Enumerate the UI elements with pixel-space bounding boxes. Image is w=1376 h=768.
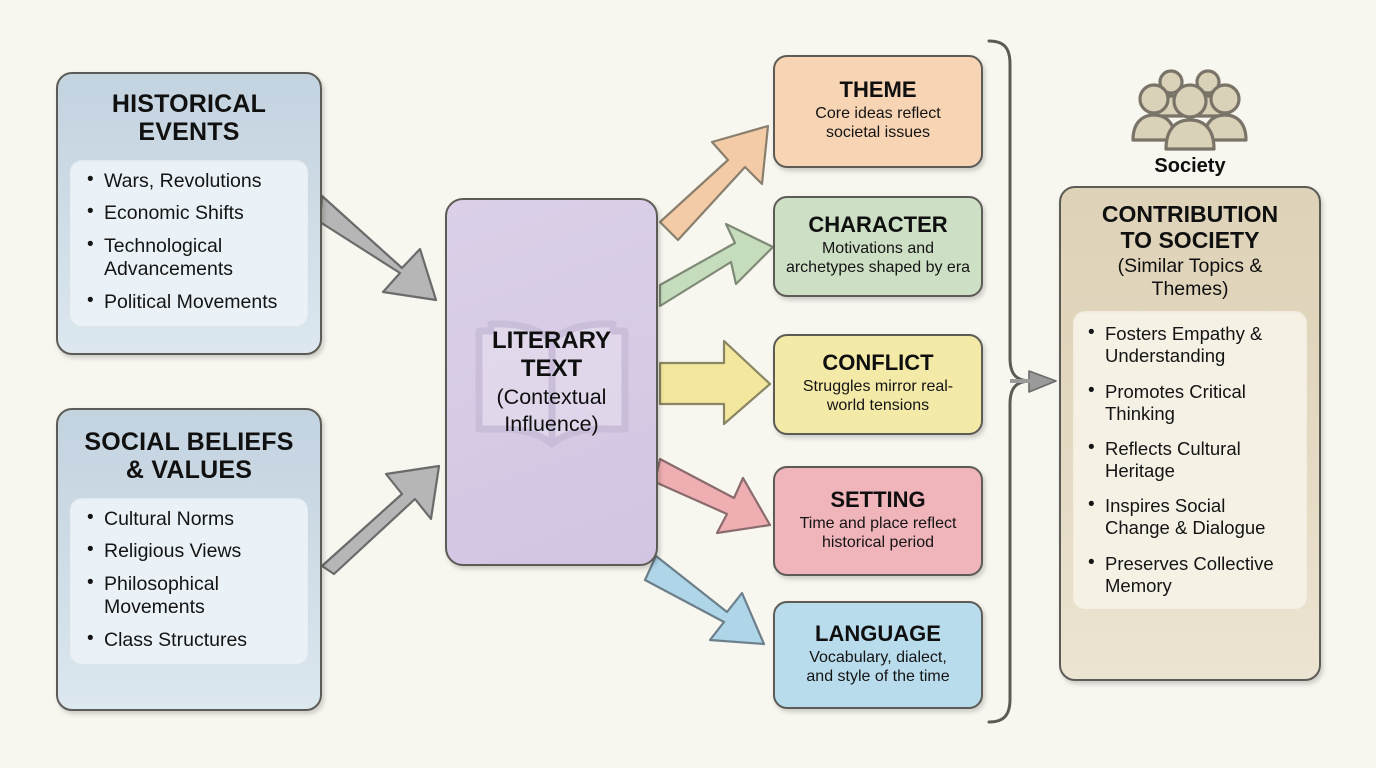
center-subtitle-line-2: Influence)	[504, 412, 599, 437]
contribution-list: Fosters Empathy & Understanding Promotes…	[1077, 322, 1299, 597]
list-item: Wars, Revolutions	[87, 169, 296, 193]
center-box-text: LITERARY TEXT (Contextual Influence)	[492, 327, 611, 437]
center-title-line-2: TEXT	[520, 354, 583, 382]
element-box-character[interactable]: CHARACTER Motivations and archetypes sha…	[773, 196, 983, 297]
desc-line-2: world tensions	[826, 397, 930, 415]
header-line-2: EVENTS	[138, 118, 240, 146]
source-list-panel-historical: Wars, Revolutions Economic Shifts Techno…	[70, 160, 308, 326]
people-group-icon	[1131, 69, 1248, 151]
element-box-setting[interactable]: SETTING Time and place reflect historica…	[773, 466, 983, 576]
source-box-social-beliefs-values[interactable]: SOCIAL BELIEFS & VALUES Cultural Norms R…	[56, 408, 322, 711]
arrow-social-to-literary	[320, 464, 441, 576]
header-line-2: & VALUES	[125, 456, 253, 484]
element-title-language: LANGUAGE	[815, 620, 941, 646]
arrow-literary-to-language	[643, 554, 766, 646]
list-item: Economic Shifts	[87, 201, 296, 225]
desc-line-2: historical period	[821, 533, 935, 551]
list-item: Promotes Critical Thinking	[1088, 380, 1295, 425]
source-header-social-beliefs: SOCIAL BELIEFS & VALUES	[58, 410, 320, 498]
element-box-theme[interactable]: THEME Core ideas reflect societal issues	[773, 55, 983, 168]
list-item: Preserves Collective Memory	[1088, 552, 1295, 597]
contribution-header-line-2: TO SOCIETY	[1120, 226, 1260, 253]
header-line-1: HISTORICAL	[111, 90, 267, 118]
list-item: Religious Views	[87, 539, 296, 563]
source-header-historical-events: HISTORICAL EVENTS	[58, 74, 320, 160]
list-item: Technological Advancements	[87, 234, 296, 282]
source-list-panel-social: Cultural Norms Religious Views Philosoph…	[70, 498, 308, 664]
header-line-1: SOCIAL BELIEFS	[84, 428, 294, 456]
element-desc-conflict: Struggles mirror real- world tensions	[803, 378, 953, 416]
element-title-conflict: CONFLICT	[822, 350, 934, 376]
desc-line-1: Motivations and	[821, 240, 935, 258]
list-item: Fosters Empathy & Understanding	[1088, 322, 1295, 367]
arrow-literary-to-conflict	[658, 339, 772, 426]
element-desc-setting: Time and place reflect historical period	[800, 515, 957, 553]
list-item: Inspires Social Change & Dialogue	[1088, 494, 1295, 539]
arrow-literary-to-setting	[653, 457, 772, 535]
contribution-header-line-1: CONTRIBUTION	[1101, 201, 1279, 227]
arrow-bracket-to-contribution	[1010, 370, 1057, 393]
desc-line-1: Struggles mirror real-	[802, 378, 954, 396]
arrow-literary-to-character	[658, 222, 775, 308]
contribution-list-panel: Fosters Empathy & Understanding Promotes…	[1073, 311, 1307, 610]
contribution-header: CONTRIBUTION TO SOCIETY (Similar Topics …	[1061, 188, 1319, 311]
list-item: Reflects Cultural Heritage	[1088, 437, 1295, 482]
center-title-line-1: LITERARY	[491, 327, 612, 355]
list-item: Class Structures	[87, 628, 296, 652]
element-desc-theme: Core ideas reflect societal issues	[815, 105, 940, 143]
center-subtitle-line-1: (Contextual	[496, 384, 607, 409]
arrow-historical-to-literary	[318, 194, 438, 302]
element-box-conflict[interactable]: CONFLICT Struggles mirror real- world te…	[773, 334, 983, 435]
contribution-box[interactable]: CONTRIBUTION TO SOCIETY (Similar Topics …	[1059, 186, 1321, 681]
arrow-literary-to-theme	[658, 124, 770, 242]
element-title-theme: THEME	[839, 77, 917, 103]
element-desc-character: Motivations and archetypes shaped by era	[786, 240, 970, 278]
element-desc-language: Vocabulary, dialect, and style of the ti…	[806, 649, 949, 687]
desc-line-1: Time and place reflect	[799, 514, 957, 532]
desc-line-1: Core ideas reflect	[815, 105, 941, 123]
list-item: Cultural Norms	[87, 507, 296, 531]
desc-line-2: archetypes shaped by era	[785, 259, 971, 277]
society-label: Society	[1154, 155, 1226, 177]
source-list-social: Cultural Norms Religious Views Philosoph…	[76, 507, 302, 652]
element-title-setting: SETTING	[830, 486, 926, 512]
center-box-literary-text[interactable]: LITERARY TEXT (Contextual Influence)	[445, 198, 658, 566]
list-item: Political Movements	[87, 290, 296, 314]
element-box-language[interactable]: LANGUAGE Vocabulary, dialect, and style …	[773, 601, 983, 709]
desc-line-2: societal issues	[825, 124, 931, 142]
society-group: Society	[1128, 68, 1252, 178]
desc-line-1: Vocabulary, dialect,	[809, 648, 947, 666]
list-item: Philosophical Movements	[87, 572, 296, 620]
source-list-historical: Wars, Revolutions Economic Shifts Techno…	[76, 169, 302, 314]
desc-line-2: and style of the time	[806, 667, 950, 685]
elements-bracket	[987, 39, 1033, 724]
element-title-character: CHARACTER	[808, 212, 948, 238]
contribution-subtitle-line-1: (Similar Topics &	[1117, 254, 1263, 277]
contribution-subtitle-line-2: Themes)	[1151, 278, 1229, 301]
source-box-historical-events[interactable]: HISTORICAL EVENTS Wars, Revolutions Econ…	[56, 72, 322, 355]
